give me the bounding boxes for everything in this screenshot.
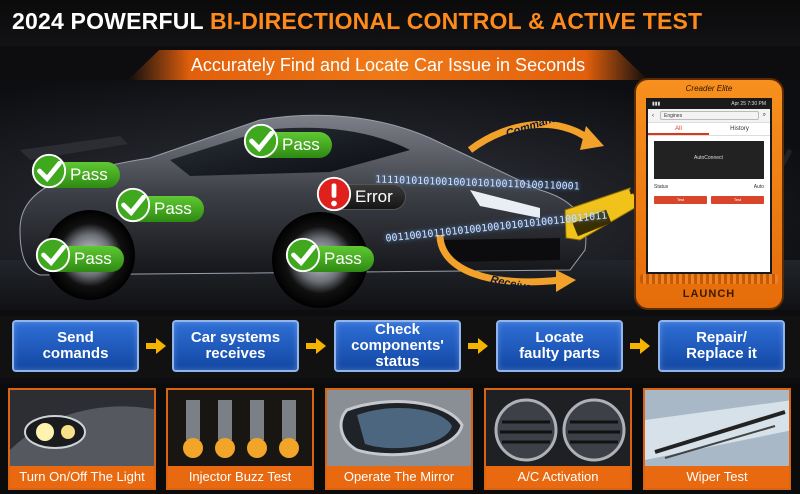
feature-tile-wiper: Wiper Test [643, 388, 791, 490]
row-left-label: Status [654, 184, 669, 190]
obd-plug-face [572, 209, 612, 237]
feature-tile-ac: A/C Activation [484, 388, 632, 490]
device-info-row: Status Auto [654, 184, 764, 190]
preview-label: AutoConnect [694, 155, 723, 161]
badge-label: Pass [154, 199, 192, 218]
injector-icon [168, 390, 312, 470]
back-arrow-icon[interactable]: ‹ [652, 112, 654, 119]
feature-caption: Operate The Mirror [327, 466, 471, 488]
check-icon [31, 153, 67, 189]
command-arrow-head [580, 126, 604, 150]
status-badge-pass: Pass [35, 237, 124, 273]
feature-tile-injector: Injector Buzz Test [166, 388, 314, 490]
badge-label: Error [355, 187, 393, 206]
device-brand-bottom: LAUNCH [682, 288, 736, 300]
air-vent-icon [486, 390, 630, 470]
device-grip [640, 274, 778, 284]
receive-arrow-head [556, 270, 576, 292]
check-icon [285, 237, 321, 273]
subtitle-text: Accurately Find and Locate Car Issue in … [190, 55, 586, 75]
headline-accent: BI-DIRECTIONAL CONTROL & ACTIVE TEST [209, 8, 703, 34]
device-screen: ▮▮▮ Apr 25 7:30 PM ‹ Engines ⌕ All Histo… [646, 98, 772, 274]
rear-spoiler [20, 136, 128, 160]
check-icon [115, 187, 151, 223]
device-brand-top: Creader Elite [685, 84, 733, 93]
device-title-bar: ‹ Engines ⌕ [648, 109, 770, 123]
step-label: Car systems receives [190, 329, 281, 362]
feature-caption: Turn On/Off The Light [10, 466, 154, 488]
badge-label: Pass [282, 135, 320, 154]
right-arrow-icon [468, 338, 488, 354]
device-button-right[interactable]: Test [711, 196, 764, 204]
headline-prefix: 2024 POWERFUL [12, 8, 210, 34]
right-arrow-icon [306, 338, 326, 354]
flow-step-send: Send comands [12, 320, 139, 372]
search-icon[interactable]: ⌕ [762, 112, 766, 118]
right-arrow-icon [146, 338, 166, 354]
status-time: Apr 25 7:30 PM [731, 101, 766, 107]
badge-label: Pass [70, 165, 108, 184]
device-title: Engines [660, 111, 759, 120]
subtitle-banner: Accurately Find and Locate Car Issue in … [128, 50, 648, 80]
flow-step-repair: Repair/ Replace it [658, 320, 785, 372]
wiper-icon [645, 390, 789, 470]
scan-tool-tablet: Creader Elite ▮▮▮ Apr 25 7:30 PM ‹ Engin… [634, 78, 784, 310]
device-preview-panel: AutoConnect [654, 141, 764, 179]
status-badge-pass: Pass [285, 237, 374, 273]
flow-step-receive: Car systems receives [172, 320, 299, 372]
tab-history[interactable]: History [730, 126, 749, 132]
step-label: Locate faulty parts [519, 329, 600, 362]
status-badge-pass: Pass [115, 187, 204, 223]
flow-step-locate: Locate faulty parts [496, 320, 623, 372]
check-icon [243, 123, 279, 159]
tab-all[interactable]: All [648, 123, 709, 135]
front-grille [440, 238, 560, 262]
mirror-icon [327, 390, 471, 470]
feature-tile-light: Turn On/Off The Light [8, 388, 156, 490]
badge-label: Pass [324, 249, 362, 268]
signal-icon: ▮▮▮ [652, 101, 661, 107]
badge-label: Pass [74, 249, 112, 268]
step-label: Send comands [42, 329, 109, 362]
error-icon [316, 176, 352, 212]
row-right-label: Auto [753, 184, 764, 190]
status-badge-pass: Pass [243, 123, 332, 159]
device-tabs: All History [648, 123, 770, 136]
device-button-left[interactable]: Test [654, 196, 707, 204]
feature-caption: Injector Buzz Test [168, 466, 312, 488]
right-arrow-icon [630, 338, 650, 354]
step-label: Repair/ Replace it [686, 329, 757, 362]
device-status-bar: ▮▮▮ Apr 25 7:30 PM [648, 100, 770, 109]
feature-tile-mirror: Operate The Mirror [325, 388, 473, 490]
check-icon [35, 237, 71, 273]
process-flow: Send comands Car systems receives Check … [0, 316, 800, 378]
device-button-row: Test Test [654, 196, 764, 204]
headlight-icon [10, 390, 154, 470]
flow-step-check: Check components' status [334, 320, 461, 372]
status-badge-pass: Pass [31, 153, 120, 189]
receive-arrow-curve [436, 234, 561, 286]
command-arrow-curve [467, 120, 593, 153]
feature-tiles: Turn On/Off The Light Injector Buzz Test… [0, 384, 800, 494]
feature-caption: Wiper Test [645, 466, 789, 488]
headline-title: 2024 POWERFUL BI-DIRECTIONAL CONTROL & A… [12, 8, 702, 35]
headlight [470, 190, 540, 218]
headline-bar: 2024 POWERFUL BI-DIRECTIONAL CONTROL & A… [0, 0, 800, 46]
feature-caption: A/C Activation [486, 466, 630, 488]
status-badge-error: Error [316, 176, 406, 212]
step-label: Check components' status [351, 321, 444, 370]
